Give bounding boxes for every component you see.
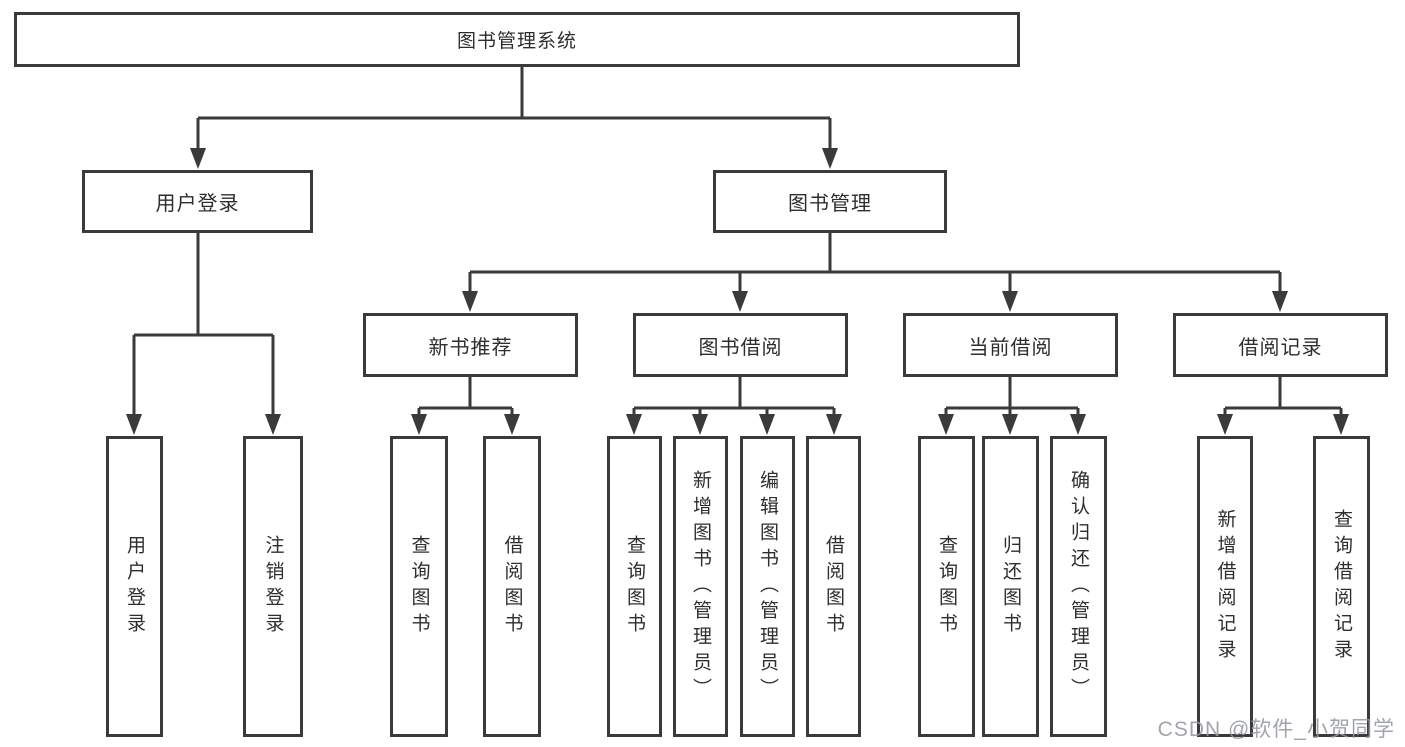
node-leaf-cb-return-books: 归还图书 [982, 436, 1039, 737]
node-header-book-borrow: 图书借阅 [633, 313, 848, 377]
node-leaf-cb-confirm-return-admin: 确认归还（管理员） [1050, 436, 1107, 737]
node-leaf-bb-query-books: 查询图书 [607, 436, 662, 737]
node-leaf-cb-query-books: 查询图书 [918, 436, 975, 737]
csdn-watermark: CSDN @软件_小贺同学 [1157, 718, 1395, 741]
node-leaf-br-add-record: 新增借阅记录 [1197, 436, 1253, 737]
node-leaf-bb-add-books-admin: 新增图书（管理员） [673, 436, 728, 737]
node-leaf-nbr-query-books: 查询图书 [390, 436, 448, 737]
node-leaf-user-login: 用户登录 [106, 436, 163, 737]
node-leaf-bb-borrow-books: 借阅图书 [806, 436, 861, 737]
node-header-borrow-record: 借阅记录 [1173, 313, 1388, 377]
node-root-library-system: 图书管理系统 [14, 12, 1020, 67]
node-header-new-book-recommend: 新书推荐 [363, 313, 578, 377]
node-leaf-bb-edit-books-admin: 编辑图书（管理员） [740, 436, 795, 737]
node-leaf-nbr-borrow-books: 借阅图书 [483, 436, 541, 737]
node-leaf-logout: 注销登录 [243, 436, 303, 737]
node-leaf-br-query-record: 查询借阅记录 [1313, 436, 1370, 737]
node-header-current-borrow: 当前借阅 [903, 313, 1118, 377]
node-group-book-management: 图书管理 [713, 170, 947, 233]
node-group-user-login: 用户登录 [82, 170, 313, 233]
